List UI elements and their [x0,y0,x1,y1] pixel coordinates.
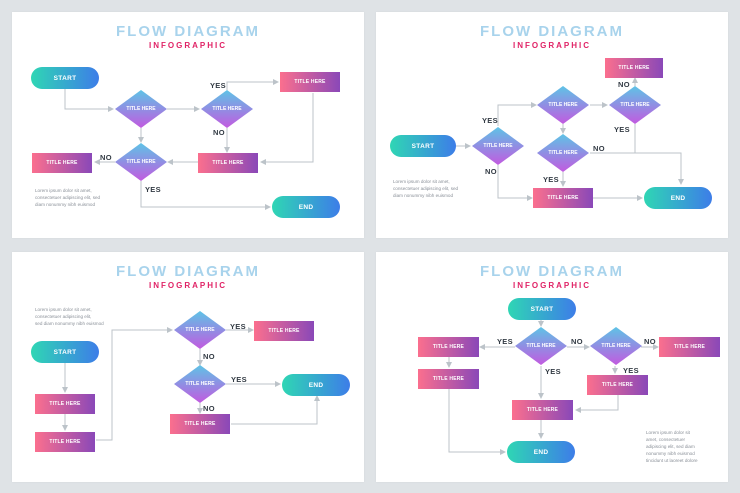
decision-label: TITLE HERE [483,143,513,149]
no-label: NO [203,404,215,413]
decision-label: TITLE HERE [185,327,215,333]
panel-subtitle: INFOGRAPHIC [149,281,227,290]
decision-label: TITLE HERE [526,343,556,349]
flow-diagram-panel-4: FLOW DIAGRAM INFOGRAPHIC START TITLE HER… [376,252,728,482]
decision-diamond: TITLE HERE [174,365,226,403]
process-box: TITLE HERE [587,375,648,395]
process-box: TITLE HERE [533,188,593,208]
process-box: TITLE HERE [659,337,720,357]
no-label: NO [571,337,583,346]
decision-diamond: TITLE HERE [609,86,661,124]
yes-label: YES [210,81,226,90]
no-label: NO [593,144,605,153]
decision-label: TITLE HERE [126,159,156,165]
yes-label: YES [145,185,161,194]
no-label: NO [644,337,656,346]
yes-label: YES [623,366,639,375]
process-box: TITLE HERE [32,153,92,173]
yes-label: YES [543,175,559,184]
process-box: TITLE HERE [35,394,95,414]
end-pill: END [644,187,712,209]
start-pill: START [508,298,576,320]
flow-diagram-panel-3: FLOW DIAGRAM INFOGRAPHIC START TITLE HER… [12,252,364,482]
process-box: TITLE HERE [254,321,314,341]
end-pill: END [282,374,350,396]
process-box: TITLE HERE [170,414,230,434]
process-box: TITLE HERE [512,400,573,420]
start-pill: START [31,67,99,89]
yes-label: YES [231,375,247,384]
process-box: TITLE HERE [280,72,340,92]
start-pill: START [390,135,456,157]
end-pill: END [272,196,340,218]
decision-diamond: TITLE HERE [201,90,253,128]
decision-diamond: TITLE HERE [590,327,642,365]
description-text: Lorem ipsum dolor sit amet, consectetuer… [646,430,698,463]
decision-diamond: TITLE HERE [515,327,567,365]
panel-subtitle: INFOGRAPHIC [149,41,227,50]
connector-lines [64,79,314,210]
decision-label: TITLE HERE [601,343,631,349]
process-box: TITLE HERE [198,153,258,173]
decision-label: TITLE HERE [212,106,242,112]
no-label: NO [213,128,225,137]
description-text: Lorem ipsum dolor sit amet, consectetuer… [35,188,101,207]
no-label: NO [203,352,215,361]
decision-label: TITLE HERE [185,381,215,387]
panel-title: FLOW DIAGRAM [480,263,624,280]
panel-subtitle: INFOGRAPHIC [513,281,591,290]
connector-lines [62,327,320,441]
decision-label: TITLE HERE [126,106,156,112]
yes-label: YES [230,322,246,331]
decision-diamond: TITLE HERE [174,311,226,349]
panel-title: FLOW DIAGRAM [116,263,260,280]
process-box: TITLE HERE [605,58,663,78]
start-pill: START [31,341,99,363]
no-label: NO [618,80,630,89]
yes-label: YES [545,367,561,376]
yes-label: YES [497,337,513,346]
description-text: Lorem ipsum dolor sit amet, consectetuer… [35,307,104,326]
process-box: TITLE HERE [418,337,479,357]
end-pill: END [507,441,575,463]
yes-label: YES [614,125,630,134]
process-box: TITLE HERE [418,369,479,389]
decision-diamond: TITLE HERE [472,127,524,165]
decision-diamond: TITLE HERE [537,86,589,124]
decision-diamond: TITLE HERE [115,90,167,128]
no-label: NO [485,167,497,176]
panel-subtitle: INFOGRAPHIC [513,41,591,50]
decision-label: TITLE HERE [548,102,578,108]
connector-lines [456,77,684,201]
no-label: NO [100,153,112,162]
panel-title: FLOW DIAGRAM [116,23,260,40]
flow-diagram-panel-1: FLOW DIAGRAM INFOGRAPHIC START TITLE HER… [12,12,364,238]
flow-diagram-panel-2: FLOW DIAGRAM INFOGRAPHIC START TITLE HER… [376,12,728,238]
yes-label: YES [482,116,498,125]
description-text: Lorem ipsum dolor sit amet, consectetuer… [393,179,459,198]
decision-diamond: TITLE HERE [537,134,589,172]
process-box: TITLE HERE [35,432,95,452]
connector-lines [446,320,659,455]
decision-diamond: TITLE HERE [115,143,167,181]
decision-label: TITLE HERE [548,150,578,156]
decision-label: TITLE HERE [620,102,650,108]
panel-title: FLOW DIAGRAM [480,23,624,40]
